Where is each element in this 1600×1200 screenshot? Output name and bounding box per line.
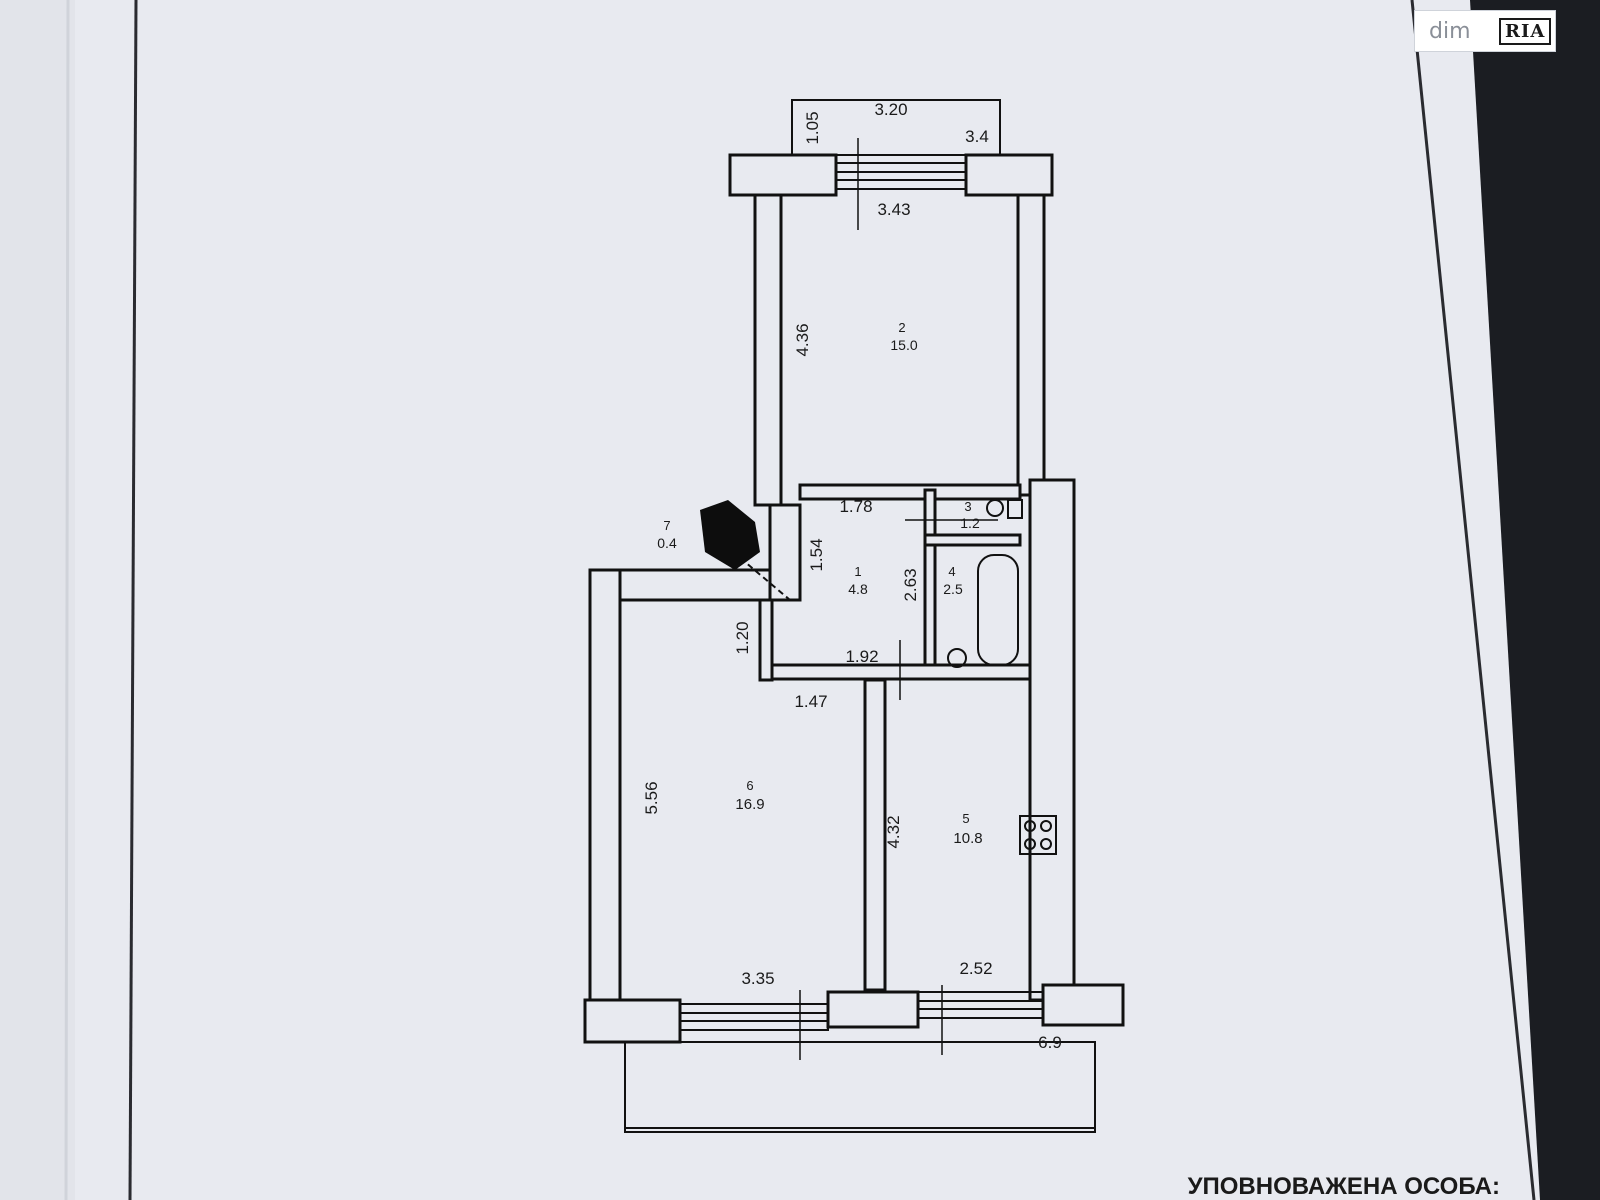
room-4-number: 4 [948, 564, 955, 579]
room-4-area: 2.5 [943, 581, 963, 597]
dim-passage: 1.47 [794, 692, 827, 711]
stove [1019, 815, 1057, 855]
room-labels: 2 15.0 3 1.2 1 4.8 4 2.5 7 0.4 6 16.9 5 … [657, 320, 982, 847]
dim-room5-width: 2.52 [959, 959, 992, 978]
room-2-number: 2 [898, 320, 905, 335]
fixtures [724, 499, 1057, 855]
watermark-logo: dim RIA [1414, 10, 1556, 52]
dark-background [1470, 0, 1600, 1200]
dim-room6-height: 5.56 [642, 781, 661, 814]
dim-room2-height: 4.36 [793, 323, 812, 356]
dim-room6-width: 3.35 [741, 969, 774, 988]
dimension-labels: 3.20 1.05 3.4 3.43 4.36 1.78 1.54 2.63 1… [642, 100, 1062, 1052]
room-2-area: 15.0 [890, 337, 917, 353]
dim-top-depth: 1.05 [803, 111, 822, 144]
dim-hall-width: 1.78 [839, 497, 872, 516]
room-3-area: 1.2 [960, 515, 980, 531]
balconies [624, 99, 1096, 1133]
room-7-number: 7 [663, 518, 670, 533]
watermark-ria-text: RIA [1499, 17, 1552, 45]
bathtub [977, 554, 1019, 666]
dim-top-width: 3.20 [874, 100, 907, 119]
room-6-number: 6 [746, 778, 753, 793]
dim-room5-height: 4.32 [884, 815, 903, 848]
dimension-lines [799, 138, 998, 1060]
dim-room2-width: 3.43 [877, 200, 910, 219]
room-3-number: 3 [964, 499, 971, 514]
frame-right [1410, 0, 1536, 1200]
room-5-area: 10.8 [953, 830, 982, 847]
room-7-area: 0.4 [657, 535, 677, 551]
paper-fold-line [64, 0, 70, 1200]
dim-closet-height: 1.20 [733, 621, 752, 654]
room-1-number: 1 [854, 564, 861, 579]
redaction-mark [700, 500, 760, 570]
watermark-dim-text: dim [1429, 18, 1471, 44]
dim-top-balcony: 3.4 [965, 127, 989, 146]
room-5-number: 5 [962, 811, 969, 826]
dim-hall-height: 1.54 [807, 538, 826, 571]
toilet [986, 499, 1004, 517]
room-1-area: 4.8 [848, 581, 868, 597]
frame-left [128, 0, 138, 1200]
dim-bath-height: 2.63 [901, 568, 920, 601]
windows [679, 162, 1044, 1031]
basin [947, 648, 967, 668]
footer-text: УПОВНОВАЖЕНА ОСОБА: [1188, 1173, 1500, 1200]
dim-hall-bottom: 1.92 [845, 647, 878, 666]
room-6-area: 16.9 [735, 796, 764, 813]
paper-fold-strip [0, 0, 75, 1200]
dim-bottom-balcony: 6.9 [1038, 1033, 1062, 1052]
